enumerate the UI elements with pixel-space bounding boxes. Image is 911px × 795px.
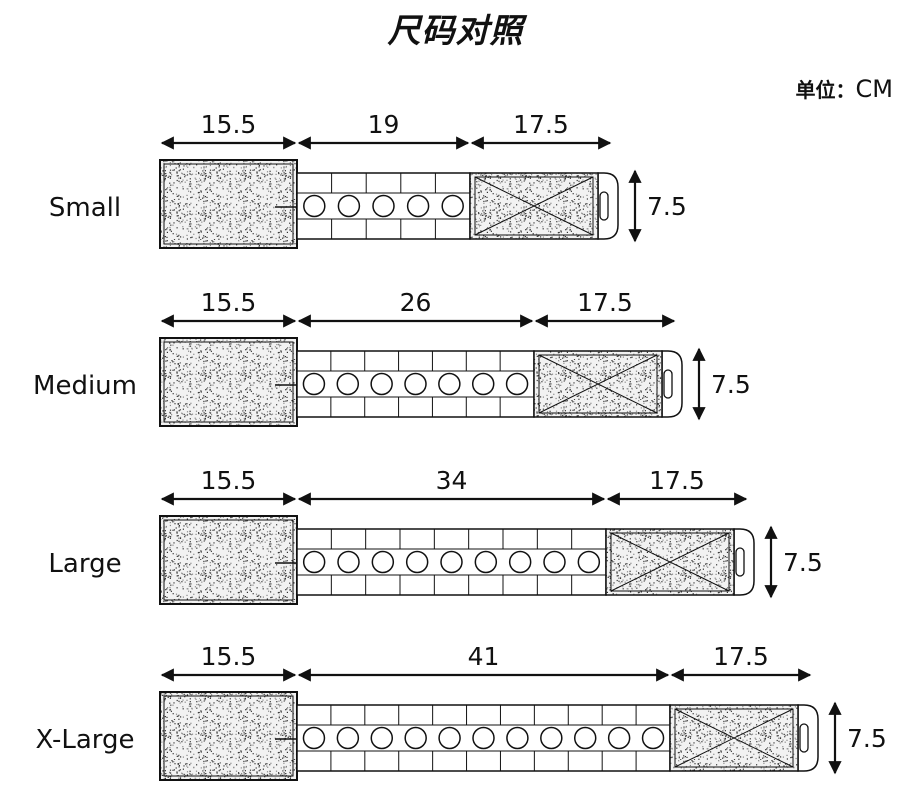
width-label: 7.5 bbox=[783, 548, 823, 577]
unit-label: 单位：CM bbox=[796, 74, 893, 103]
loop-slot bbox=[663, 369, 673, 399]
width-label: 7.5 bbox=[847, 724, 887, 753]
strap-hole bbox=[471, 372, 495, 396]
size-row-medium: Medium 15.5 26 17.5 7.5 bbox=[33, 288, 751, 427]
strap-hole bbox=[337, 194, 361, 218]
strap-hole bbox=[440, 550, 463, 574]
velcro-inner-border bbox=[610, 532, 730, 592]
size-row-large: Large 15.5 34 17.5 7.5 bbox=[48, 466, 823, 605]
pad-length-label: 15.5 bbox=[201, 110, 257, 139]
loop-slot bbox=[599, 191, 609, 221]
size-row-small: Small 15.5 19 17.5 7.5 bbox=[49, 110, 687, 249]
width-label: 7.5 bbox=[647, 192, 687, 221]
strap-hole bbox=[506, 726, 529, 750]
strap-hole bbox=[337, 550, 360, 574]
strap-hole bbox=[543, 550, 566, 574]
page-title: 尺码对照 bbox=[387, 11, 524, 50]
strap-hole bbox=[371, 550, 395, 574]
strap-hole bbox=[505, 372, 529, 396]
strap-hole bbox=[472, 726, 495, 750]
pad bbox=[159, 337, 298, 427]
size-row-x-large: X-Large 15.5 41 17.5 7.5 bbox=[35, 642, 887, 781]
pad-length-label: 15.5 bbox=[201, 642, 257, 671]
strap-hole bbox=[302, 372, 326, 396]
size-label: X-Large bbox=[35, 725, 134, 755]
pad-length-label: 15.5 bbox=[201, 466, 257, 495]
strap-hole bbox=[302, 550, 326, 574]
velcro-length-label: 17.5 bbox=[713, 642, 769, 671]
strap-hole bbox=[573, 726, 597, 750]
size-label: Medium bbox=[33, 371, 137, 401]
strap-hole bbox=[370, 726, 394, 750]
pad-inner-border bbox=[163, 163, 294, 245]
unit-prefix: 单位： bbox=[795, 78, 856, 102]
strap-hole bbox=[404, 372, 427, 396]
strap-hole bbox=[607, 726, 631, 750]
strap-hole bbox=[438, 372, 461, 396]
unit-value: CM bbox=[855, 75, 893, 103]
strap-hole bbox=[474, 550, 498, 574]
velcro-length-label: 17.5 bbox=[513, 110, 569, 139]
width-label: 7.5 bbox=[711, 370, 751, 399]
velcro-cross bbox=[474, 176, 594, 236]
velcro-cross bbox=[674, 708, 794, 768]
pad-inner-border bbox=[163, 341, 294, 423]
strap-hole bbox=[508, 550, 532, 574]
pad bbox=[159, 515, 298, 605]
strap-length-label: 34 bbox=[436, 466, 468, 495]
size-label: Small bbox=[49, 193, 121, 223]
strap-hole bbox=[372, 194, 395, 218]
velcro-length-label: 17.5 bbox=[649, 466, 705, 495]
pad bbox=[159, 159, 298, 249]
strap-hole bbox=[438, 726, 461, 750]
pad-inner-border bbox=[163, 519, 294, 601]
loop-slot bbox=[799, 723, 809, 753]
velcro-inner-border bbox=[538, 354, 658, 414]
strap-length-label: 41 bbox=[468, 642, 500, 671]
velcro-cross bbox=[538, 354, 658, 414]
loop-slot bbox=[735, 547, 745, 577]
velcro-inner-border bbox=[474, 176, 594, 236]
pad-inner-border bbox=[163, 695, 294, 777]
size-label: Large bbox=[48, 549, 121, 579]
strap-hole bbox=[336, 726, 360, 750]
velcro-inner-border bbox=[674, 708, 794, 768]
velcro-cross bbox=[610, 532, 730, 592]
velcro-length-label: 17.5 bbox=[577, 288, 633, 317]
strap-hole bbox=[370, 372, 393, 396]
strap bbox=[296, 704, 671, 772]
pad bbox=[159, 691, 298, 781]
strap-length-label: 19 bbox=[368, 110, 400, 139]
strap-hole bbox=[336, 372, 360, 396]
strap-hole bbox=[303, 194, 326, 218]
strap-hole bbox=[405, 550, 429, 574]
strap-hole bbox=[302, 726, 326, 750]
strap-hole bbox=[540, 726, 563, 750]
strap-hole bbox=[404, 726, 427, 750]
strap-hole bbox=[441, 194, 464, 218]
strap-length-label: 26 bbox=[400, 288, 432, 317]
pad-length-label: 15.5 bbox=[201, 288, 257, 317]
strap-hole bbox=[406, 194, 430, 218]
strap-hole bbox=[641, 726, 665, 750]
strap-hole bbox=[577, 550, 601, 574]
